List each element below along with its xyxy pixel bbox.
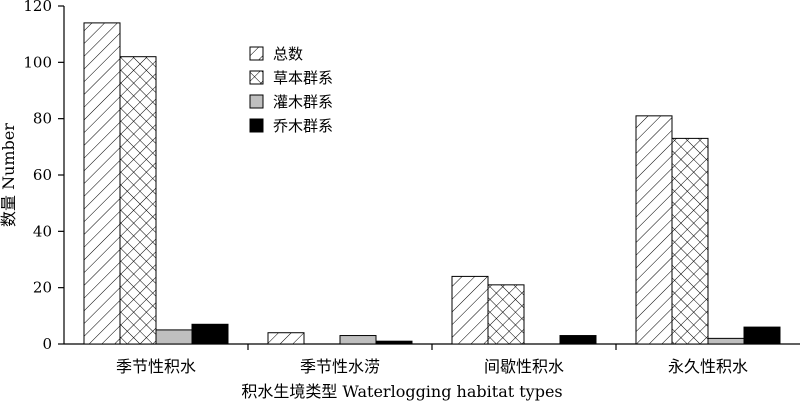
legend-swatch [249, 46, 264, 61]
y-tick-label: 40 [33, 222, 52, 240]
bar-2-1 [487, 284, 525, 345]
bar-2-0 [451, 275, 489, 345]
y-tick-label: 0 [42, 335, 52, 353]
x-category-label: 季节性积水 [116, 357, 196, 376]
bar-3-2 [707, 337, 745, 345]
bar-1-2 [339, 335, 377, 345]
legend-label: 草本群系 [273, 69, 333, 87]
bar-2-3 [559, 335, 597, 345]
y-tick-label: 120 [23, 0, 52, 15]
bar-0-3 [191, 323, 229, 345]
x-category-label: 季节性水涝 [300, 357, 380, 376]
legend-swatch [249, 118, 264, 133]
legend-swatch [249, 70, 264, 85]
bar-0-1 [119, 56, 157, 345]
y-tick-label: 20 [33, 279, 52, 297]
bar-0-2 [155, 329, 193, 345]
y-tick-label: 80 [33, 110, 52, 128]
x-axis-title: 积水生境类型 Waterlogging habitat types [241, 382, 562, 401]
bar-0-0 [83, 22, 121, 345]
x-category-label: 永久性积水 [668, 357, 748, 376]
y-tick-label: 100 [23, 53, 52, 71]
bar-3-3 [743, 326, 781, 345]
bar-3-0 [635, 115, 673, 345]
bars [83, 22, 781, 345]
bar-1-0 [267, 332, 305, 345]
legend-swatch [249, 94, 264, 109]
labels: 0 20 40 60 80 100 120 季节性积水 季节性水涝 间歇性积水 永久性积水积水生境类… [0, 0, 748, 401]
x-category-label: 间歇性积水 [484, 357, 564, 376]
bar-3-1 [671, 137, 709, 345]
legend-label: 总数 [273, 45, 303, 63]
y-axis-title: 数量 Number [0, 123, 18, 227]
legend-label: 灌木群系 [273, 93, 333, 111]
legend-label: 乔木群系 [273, 117, 333, 135]
y-tick-label: 60 [33, 166, 52, 184]
bar-1-3 [375, 340, 413, 345]
